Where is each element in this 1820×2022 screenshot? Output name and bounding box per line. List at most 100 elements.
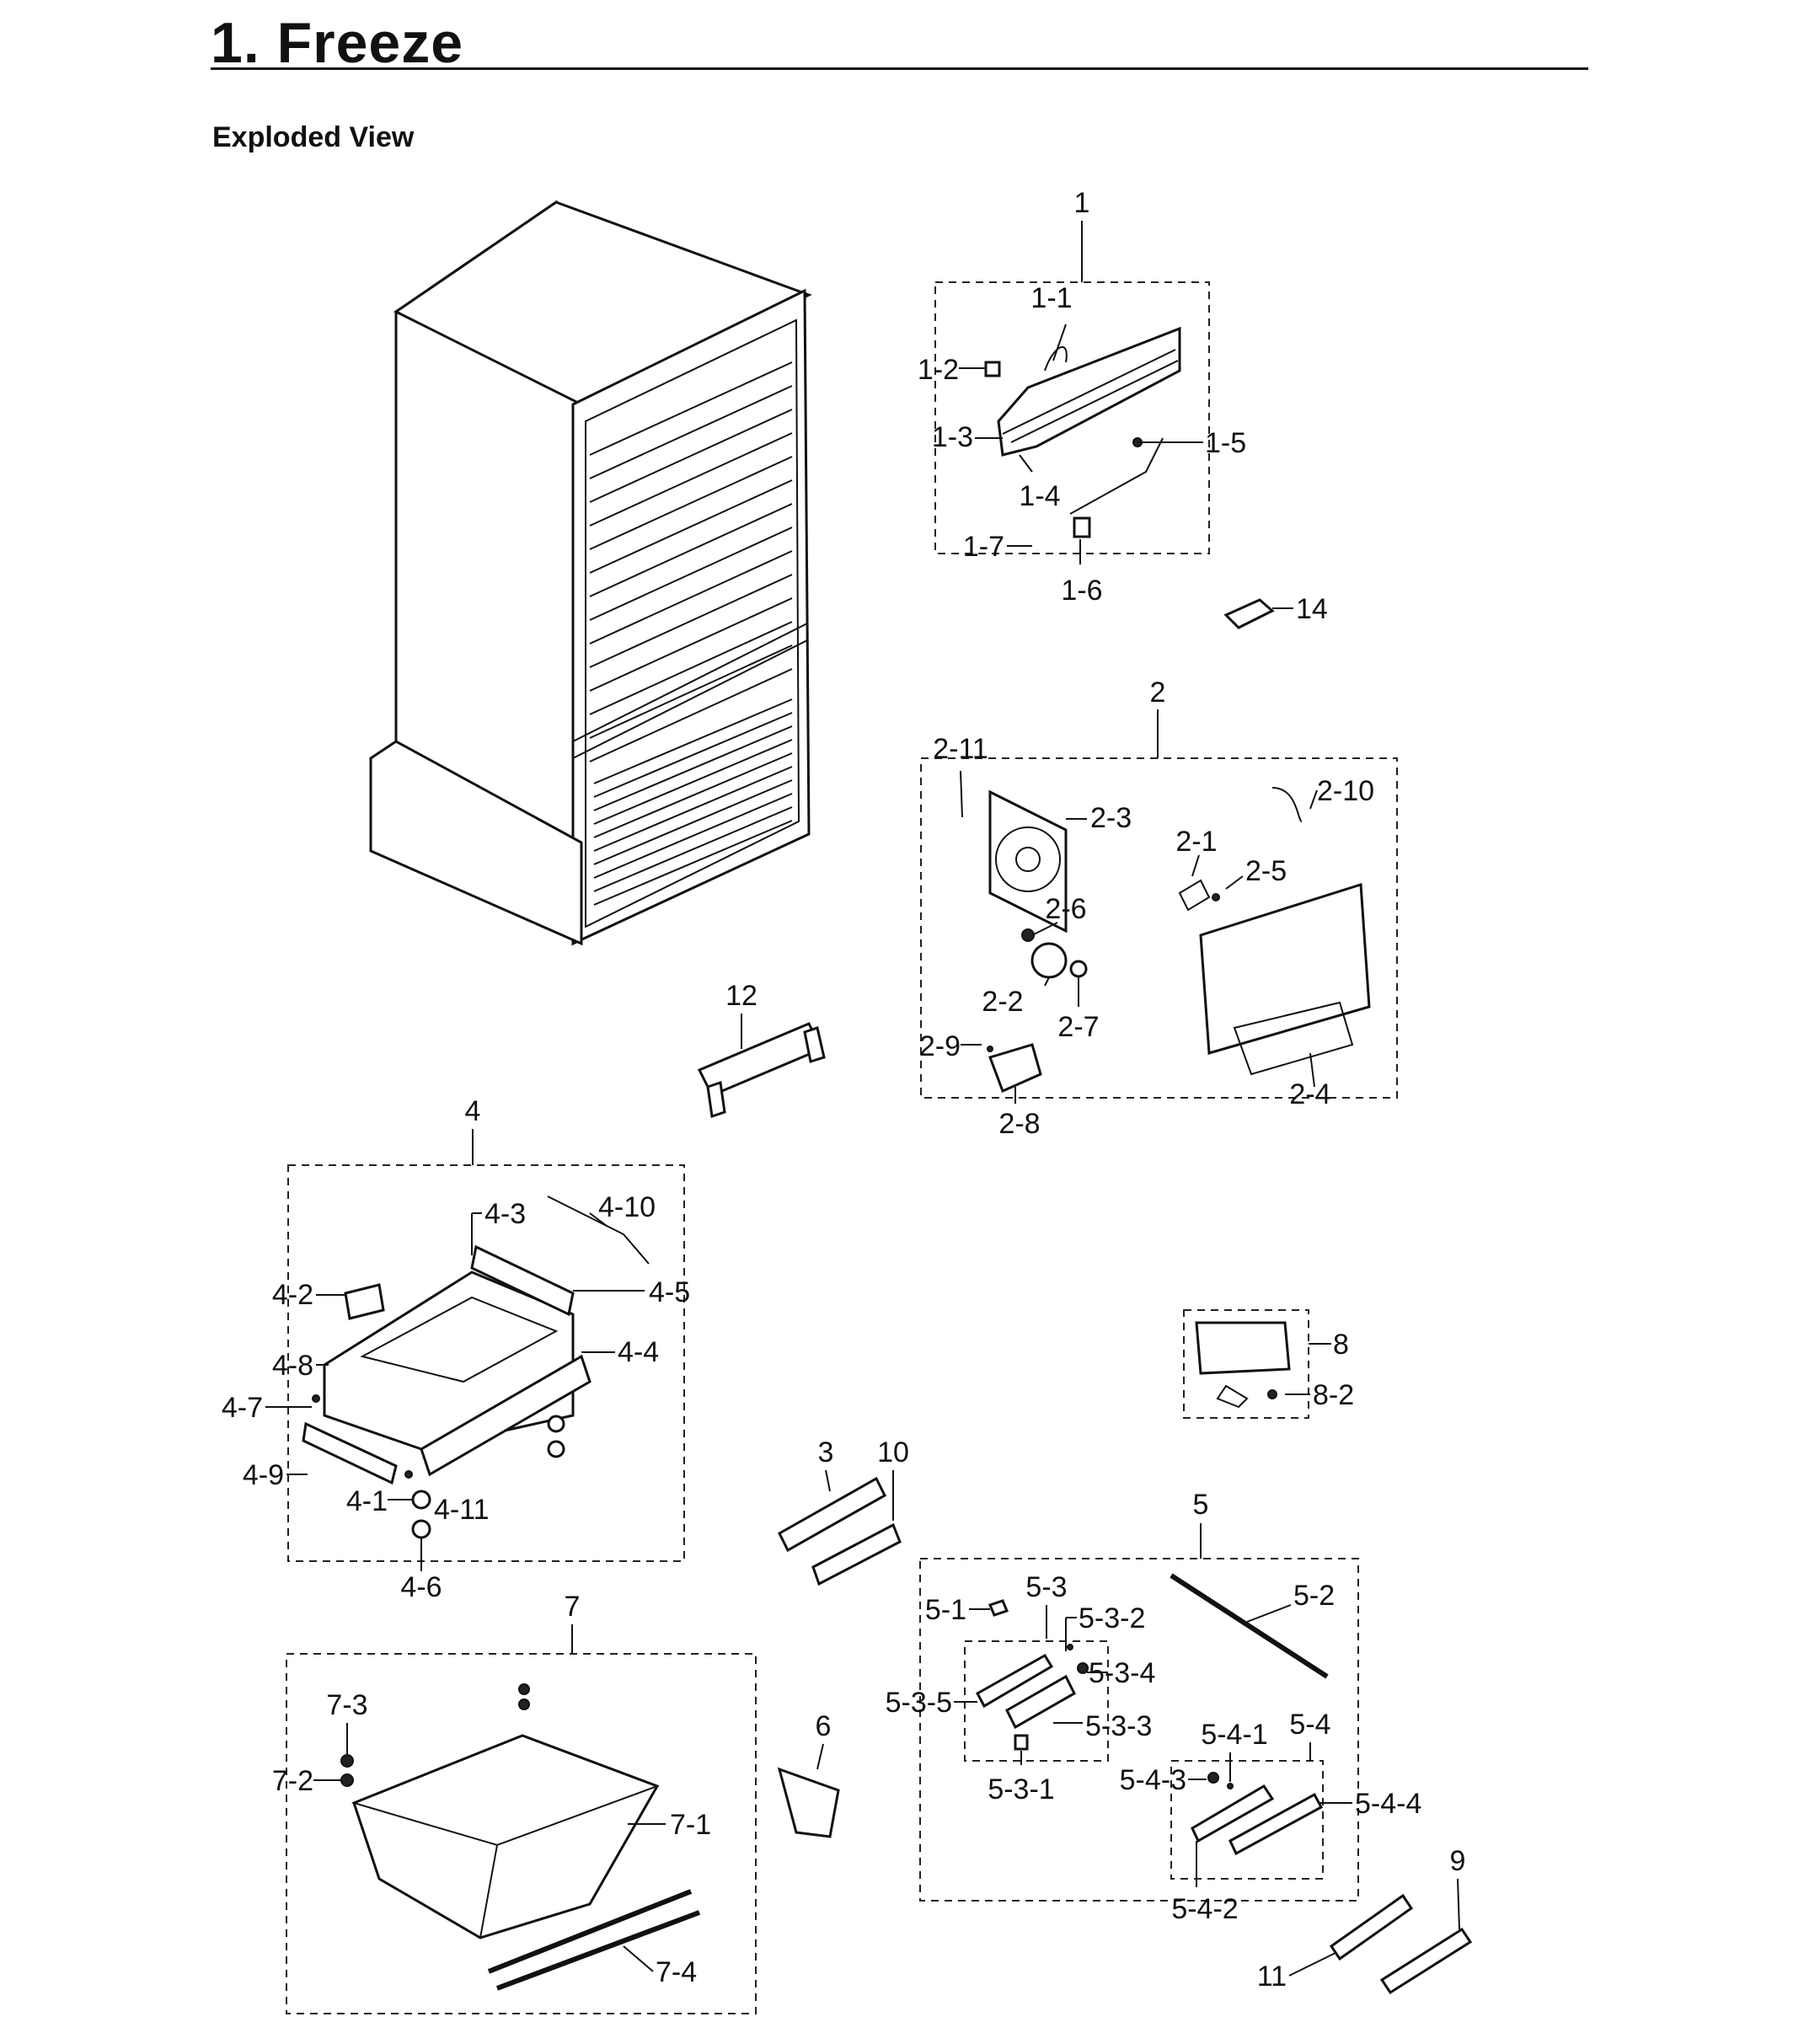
callout-5-3: 5-3: [1025, 1571, 1067, 1603]
part-6-cover: [777, 1767, 840, 1838]
callout-7-1: 7-1: [670, 1809, 711, 1841]
cabinet-hatch-line: [593, 793, 793, 879]
cabinet-hatch-line: [589, 621, 793, 715]
callout-1-5: 1-5: [1205, 427, 1246, 459]
callout-5-3-4: 5-3-4: [1089, 1657, 1155, 1689]
callout-2: 2: [1150, 677, 1166, 709]
callout-1-6: 1-6: [1061, 575, 1102, 607]
callout-4-6: 4-6: [400, 1571, 442, 1603]
callout-7-3: 7-3: [326, 1689, 367, 1721]
cabinet-hatch-line: [593, 779, 793, 865]
callout-10: 10: [877, 1436, 909, 1468]
title-underline: [211, 67, 1588, 70]
section-subtitle: Exploded View: [212, 121, 415, 153]
cabinet-hatch-line: [593, 698, 793, 784]
callout-2-4: 2-4: [1289, 1078, 1330, 1110]
rail-3-and-10: [778, 1476, 902, 1586]
callout-4-3: 4-3: [484, 1198, 526, 1230]
callout-5-4-4: 5-4-4: [1355, 1788, 1421, 1820]
group-5-parts: [975, 1573, 1329, 1856]
rails-9-and-11: [1329, 1893, 1473, 1995]
cabinet-hatch-line: [589, 574, 793, 668]
callout-4: 4: [465, 1095, 481, 1127]
cabinet-hatch-line: [589, 361, 793, 456]
callout-labels: 1 1-1 1-2 1-3 1-4 1-5 1-6 1-7 14 2 2-1 2-2 2-3 2-4 2-5…: [222, 187, 1466, 1993]
cabinet-hatch-line: [589, 668, 793, 762]
callout-4-1: 4-1: [346, 1485, 388, 1517]
cabinet-hatch-line: [593, 806, 793, 892]
callout-5-1: 5-1: [925, 1594, 966, 1626]
cabinet-hatch-line: [589, 527, 793, 621]
callout-2-2: 2-2: [982, 986, 1023, 1018]
cabinet-hatch-line: [589, 432, 793, 527]
callout-5-3-1: 5-3-1: [988, 1773, 1054, 1805]
callout-4-9: 4-9: [243, 1459, 284, 1491]
cabinet-hatch-line: [593, 766, 793, 852]
group-5-box: [919, 1558, 1359, 1902]
callout-5: 5: [1193, 1489, 1209, 1521]
callout-14: 14: [1296, 593, 1328, 625]
callout-2-10: 2-10: [1317, 775, 1374, 807]
cabinet-hatch-line: [589, 503, 793, 597]
cabinet-hatch-line: [589, 385, 793, 479]
ice-maker-part-8: [1195, 1321, 1291, 1409]
group-8-box: [1183, 1309, 1309, 1419]
cabinet-shelf-lines: [589, 361, 793, 906]
cabinet-hatch-line: [589, 645, 793, 739]
callout-7: 7: [565, 1591, 581, 1623]
callout-4-4: 4-4: [618, 1336, 659, 1368]
callout-2-9: 2-9: [919, 1030, 961, 1062]
cabinet-hatch-line: [593, 752, 793, 838]
fan-motor-assembly: [987, 789, 1088, 1094]
callout-1-2: 1-2: [918, 354, 959, 386]
group-4-box: [287, 1164, 685, 1562]
cabinet-hatch-line: [589, 409, 793, 503]
cabinet-hatch-line: [589, 550, 793, 645]
freezer-basket-assembly: [340, 1683, 701, 1991]
callout-1-1: 1-1: [1030, 282, 1072, 314]
callout-6: 6: [816, 1710, 832, 1742]
evaporator-cover: [1178, 787, 1371, 1076]
callout-2-3: 2-3: [1090, 802, 1132, 834]
callout-2-11: 2-11: [933, 733, 988, 765]
callout-5-3-2: 5-3-2: [1079, 1602, 1145, 1634]
callout-5-4-3: 5-4-3: [1120, 1764, 1186, 1796]
callout-5-4: 5-4: [1289, 1709, 1330, 1741]
callout-4-5: 4-5: [649, 1276, 690, 1308]
callout-2-1: 2-1: [1175, 826, 1217, 858]
callout-7-2: 7-2: [272, 1765, 313, 1797]
evaporator-assembly: [984, 326, 1181, 538]
callout-5-3-5: 5-3-5: [886, 1687, 952, 1719]
callout-7-4: 7-4: [656, 1956, 697, 1988]
callout-8: 8: [1333, 1329, 1349, 1361]
page-title: 1. Freeze: [211, 11, 464, 75]
group-2-box: [920, 757, 1398, 1099]
cabinet-hatch-line: [589, 456, 793, 550]
callout-8-2: 8-2: [1313, 1379, 1354, 1411]
group-7-box: [286, 1653, 757, 2014]
callout-1-4: 1-4: [1019, 480, 1060, 512]
callout-4-7: 4-7: [222, 1392, 263, 1424]
callout-2-6: 2-6: [1045, 893, 1086, 925]
cabinet-hatch-line: [589, 479, 793, 574]
cabinet-hatch-line: [593, 739, 793, 825]
part-12-bracket: [697, 1022, 826, 1118]
callout-5-2: 5-2: [1293, 1580, 1335, 1612]
callout-1-3: 1-3: [932, 421, 973, 453]
callout-4-2: 4-2: [272, 1279, 313, 1311]
callout-3: 3: [818, 1436, 834, 1468]
callout-2-8: 2-8: [998, 1108, 1040, 1140]
callout-4-10: 4-10: [598, 1191, 656, 1223]
cabinet-hatch-line: [589, 597, 793, 692]
callout-2-7: 2-7: [1057, 1011, 1099, 1043]
callout-1: 1: [1074, 187, 1090, 219]
freezer-drawer-assembly: [302, 1196, 650, 1539]
callout-5-4-2: 5-4-2: [1171, 1893, 1238, 1925]
part-14-filter: [1223, 598, 1275, 629]
callout-4-11: 4-11: [434, 1494, 490, 1526]
callout-12: 12: [725, 980, 757, 1012]
callout-1-7: 1-7: [963, 531, 1004, 563]
callout-11: 11: [1257, 1960, 1287, 1993]
callout-2-5: 2-5: [1245, 855, 1287, 887]
